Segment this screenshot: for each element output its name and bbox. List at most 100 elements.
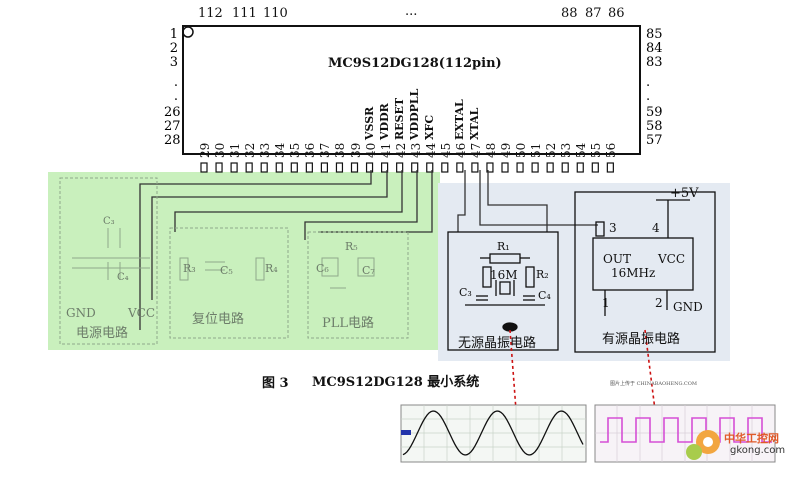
- bottom-pin-45: 45: [438, 142, 453, 158]
- signal-vddpll: VDDPLL: [407, 88, 421, 140]
- right-pin-58: 58: [646, 119, 663, 134]
- bottom-pin-54: 54: [574, 142, 589, 158]
- passive-c3: C₃: [459, 286, 472, 299]
- signal-extal: EXTAL: [452, 99, 466, 140]
- bottom-pin-48: 48: [483, 142, 498, 158]
- chip-name: MC9S12DG128(112pin): [328, 56, 502, 71]
- reset-r4: R₄: [265, 262, 278, 275]
- signal-vddr: VDDR: [377, 103, 391, 140]
- caption-label: 图 3: [262, 376, 289, 391]
- active-out: OUT: [603, 252, 631, 266]
- passive-c4: C₄: [538, 289, 551, 302]
- top-pin-110: 110: [263, 6, 288, 21]
- passive-crystal-circuit: [447, 231, 559, 351]
- bottom-pin-30: 30: [213, 142, 228, 158]
- bottom-pin-50: 50: [514, 142, 529, 158]
- bottom-pin-32: 32: [243, 142, 258, 158]
- bottom-pin-51: 51: [529, 142, 544, 158]
- signal-xfc: XFC: [422, 114, 436, 140]
- active-plus5v: +5V: [670, 186, 699, 201]
- bottom-pin-40: 40: [363, 142, 378, 158]
- right-pin-83: 83: [646, 55, 663, 70]
- active-crystal-circuit: [574, 191, 716, 353]
- pin-stub-56: [606, 162, 614, 173]
- bottom-pin-52: 52: [544, 142, 559, 158]
- pin-stub-51: [531, 162, 539, 173]
- left-pin-3: 3: [169, 55, 178, 70]
- bottom-pin-56: 56: [604, 142, 619, 158]
- right-pin-column: 85 84 83 . . 59 58 57: [646, 28, 666, 148]
- watermark-sub: gkong.com: [730, 445, 786, 456]
- red-arrows: [509, 329, 656, 411]
- bottom-pin-34: 34: [273, 142, 288, 158]
- right-pin-57: 57: [646, 133, 663, 148]
- reset-c5: C₅: [220, 264, 233, 277]
- top-pin-ellipsis: ...: [405, 4, 418, 19]
- pin1-marker: [182, 26, 194, 38]
- power-c4: C₄: [117, 272, 129, 283]
- right-pin-dot1: .: [646, 75, 651, 90]
- power-c3: C₃: [103, 216, 115, 227]
- left-pin-1: 1: [169, 27, 178, 42]
- active-freq: 16MHz: [611, 266, 656, 280]
- active-pin1: 1: [602, 296, 610, 310]
- pin-stub-53: [561, 162, 569, 173]
- bottom-pin-29: 29: [198, 142, 212, 158]
- pin-stub-43: [411, 162, 419, 173]
- power-vcc: VCC: [128, 306, 156, 320]
- bottom-pin-33: 33: [258, 142, 273, 158]
- active-pin2: 2: [655, 296, 663, 310]
- pin-stub-31: [230, 162, 238, 173]
- pin-stub-54: [576, 162, 584, 173]
- passive-title: 无源晶振电路: [458, 336, 537, 351]
- pll-c7: C₇: [362, 264, 375, 277]
- green-block-outlines: [59, 177, 409, 345]
- pll-title: PLL电路: [322, 316, 375, 331]
- bottom-pin-53: 53: [559, 142, 574, 158]
- bottom-pin-46: 46: [453, 142, 468, 158]
- pin-stub-32: [245, 162, 253, 173]
- active-vcc: VCC: [658, 252, 686, 266]
- bottom-pin-44: 44: [423, 142, 438, 158]
- pin-stub-44: [426, 162, 434, 173]
- pin-stub-55: [591, 162, 599, 173]
- pin-stub-45: [441, 162, 449, 173]
- bottom-pin-35: 35: [288, 142, 303, 158]
- bottom-pin-39: 39: [348, 142, 363, 158]
- pin-stub-47: [471, 162, 479, 173]
- pin-stub-29: [200, 162, 208, 173]
- bottom-pin-37: 37: [318, 142, 333, 158]
- bottom-pin-stubs: [200, 162, 614, 173]
- pin-stub-34: [275, 162, 283, 173]
- reset-title: 复位电路: [192, 312, 245, 327]
- top-pin-87: 87: [585, 6, 602, 21]
- bottom-pin-31: 31: [228, 142, 243, 158]
- pin-stub-36: [305, 162, 313, 173]
- pin-stub-48: [486, 162, 494, 173]
- passive-r1: R₁: [497, 240, 510, 253]
- right-pin-59: 59: [646, 105, 663, 120]
- traces: [139, 170, 598, 330]
- caption-text: MC9S12DG128 最小系统: [312, 375, 480, 390]
- scope-square: [594, 404, 776, 463]
- left-pin-27: 27: [164, 119, 181, 134]
- bottom-pin-47: 47: [468, 142, 483, 158]
- pin-stub-30: [215, 162, 223, 173]
- top-pin-88: 88: [561, 6, 578, 21]
- bottom-pin-41: 41: [378, 142, 393, 158]
- active-pin4: 4: [652, 221, 660, 235]
- left-pin-26: 26: [164, 105, 181, 120]
- pin-stub-33: [260, 162, 268, 173]
- signal-reset: RESET: [392, 97, 406, 140]
- bottom-pin-43: 43: [408, 142, 423, 158]
- left-pin-column: 1 2 3 . . 26 27 28: [164, 27, 181, 148]
- power-title: 电源电路: [76, 326, 129, 341]
- bottom-pin-49: 49: [499, 142, 513, 158]
- pin-stub-42: [396, 162, 404, 173]
- active-title: 有源晶振电路: [602, 332, 681, 347]
- active-pin3: 3: [609, 221, 617, 235]
- pll-c6: C₆: [316, 262, 329, 275]
- chip-body: [182, 25, 641, 155]
